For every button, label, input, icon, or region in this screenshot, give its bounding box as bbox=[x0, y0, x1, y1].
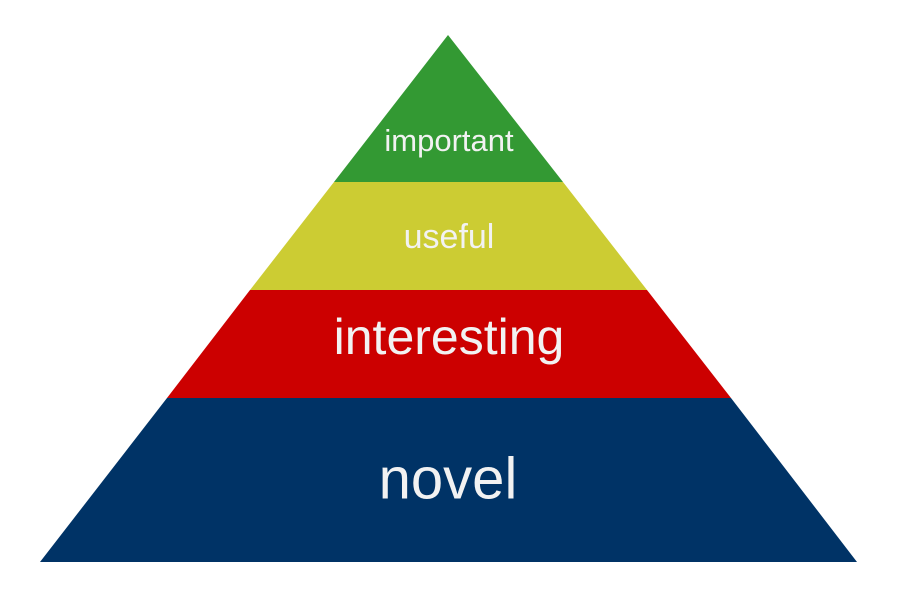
tier-novel: novel bbox=[40, 398, 857, 562]
tier-interesting-shape bbox=[167, 290, 731, 398]
tier-useful: useful bbox=[250, 182, 647, 290]
tier-useful-label: useful bbox=[404, 218, 495, 256]
tier-important: important bbox=[334, 35, 563, 182]
tier-important-label: important bbox=[384, 123, 514, 158]
tier-novel-label: novel bbox=[379, 446, 518, 511]
tier-novel-shape bbox=[40, 398, 857, 562]
tier-interesting-label: interesting bbox=[334, 309, 565, 365]
tier-useful-shape bbox=[250, 182, 647, 290]
tier-interesting: interesting bbox=[167, 290, 731, 398]
tier-important-shape bbox=[334, 35, 563, 182]
